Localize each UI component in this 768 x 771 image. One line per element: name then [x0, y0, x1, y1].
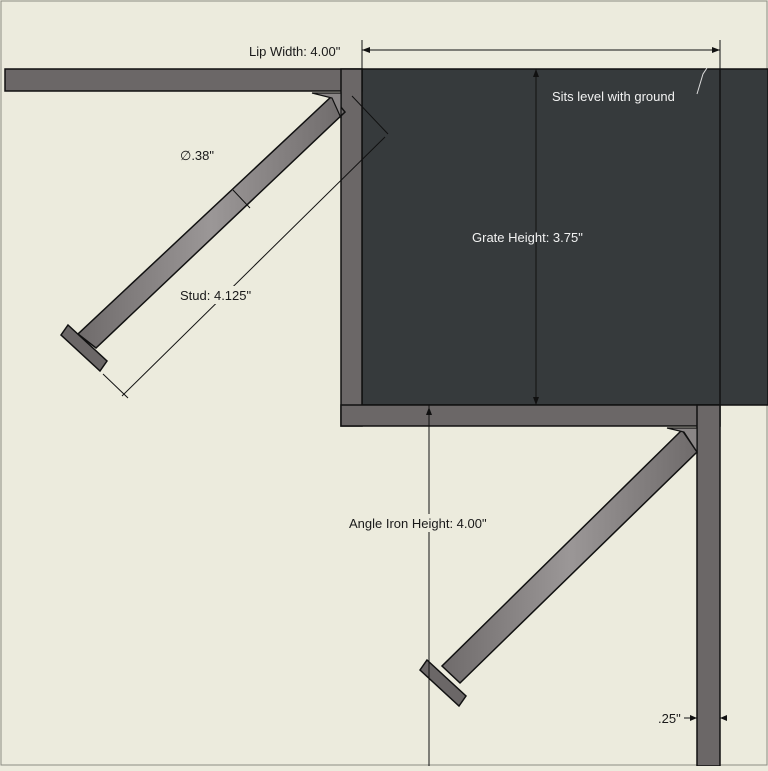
upper-stud-head — [60, 323, 108, 373]
upper-stud — [60, 92, 347, 373]
thickness-label: .25" — [658, 711, 681, 726]
grate-height-dimension — [533, 69, 539, 405]
upper-lip — [4, 68, 363, 92]
stud-length-label: Stud: 4.125" — [180, 288, 251, 303]
angle-iron-height-label: Angle Iron Height: 4.00" — [349, 516, 487, 531]
angle-iron-height-dimension — [426, 405, 432, 766]
upper-stud-weld — [311, 92, 342, 119]
stud-length-dimension — [102, 95, 389, 399]
lower-horizontal-leg — [340, 404, 721, 427]
sits-level-label: Sits level with ground — [552, 89, 675, 104]
sits-level-leader — [696, 67, 708, 95]
thickness-dimension — [684, 715, 727, 721]
lower-stud — [419, 427, 698, 708]
lip-width-label: Lip Width: 4.00" — [249, 44, 341, 59]
lower-stud-weld — [666, 427, 698, 455]
diameter-label: ∅.38" — [180, 148, 214, 163]
lip-width-dimension — [361, 40, 721, 69]
grate-height-label: Grate Height: 3.75" — [472, 230, 583, 245]
lower-stud-head — [419, 658, 467, 708]
lower-vertical-leg — [696, 404, 721, 767]
upper-vertical-leg — [340, 68, 363, 427]
